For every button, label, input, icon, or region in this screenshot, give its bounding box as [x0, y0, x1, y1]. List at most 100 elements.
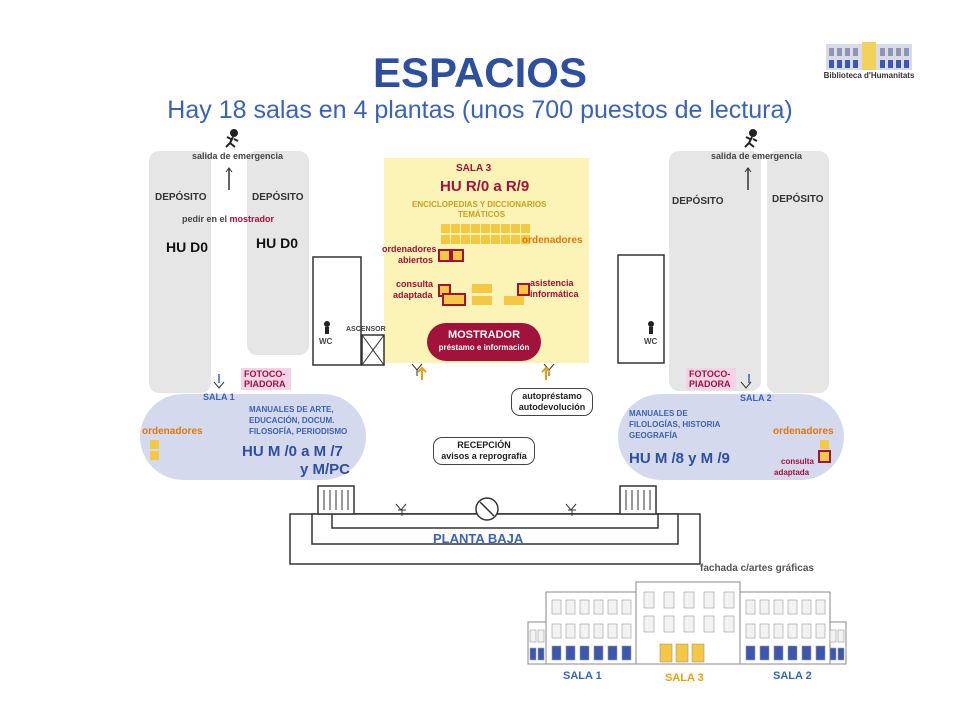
photocopier-label: PIADORA	[244, 379, 286, 389]
gate-icon	[213, 381, 225, 389]
facade-window	[529, 629, 537, 643]
facade-window-sala2	[837, 647, 845, 661]
sala1-code: HU M /0 a M /7	[242, 443, 343, 460]
facade-window	[593, 599, 604, 615]
reading-desk	[481, 235, 490, 244]
reading-desk	[461, 224, 470, 233]
facade-window	[815, 599, 826, 615]
assistance-label: asistencia	[530, 278, 574, 288]
reading-desk	[461, 235, 470, 244]
wc-label: WC	[319, 337, 333, 346]
page-title: ESPACIOS	[373, 49, 587, 96]
facade-window-sala3	[691, 643, 705, 663]
facade-window	[759, 623, 770, 639]
library-logo: Biblioteca d'Humanitats	[820, 40, 918, 82]
facade-window	[837, 629, 845, 643]
reading-desk	[521, 235, 530, 244]
facade-window-sala2	[801, 645, 812, 661]
right-deposit-b	[767, 151, 829, 393]
photocopier-label: FOTOCO-	[244, 369, 286, 379]
right-deposit-a	[669, 151, 761, 391]
sala2-consult: adaptada	[774, 468, 810, 477]
computer-station	[150, 451, 159, 460]
facade-window	[829, 629, 837, 643]
adapted-station	[818, 450, 831, 463]
facade-window	[703, 591, 715, 609]
facade-window-sala3	[659, 643, 673, 663]
reception-desk[interactable]: RECEPCIÓN avisos a reprografía	[433, 437, 535, 465]
gate-icon	[411, 363, 423, 376]
self-loan-label: autopréstamo	[522, 391, 582, 401]
gate-icon	[565, 503, 577, 516]
facade-window-sala3	[675, 643, 689, 663]
facade-window	[723, 615, 735, 633]
deposit-label: DEPÓSITO	[772, 194, 824, 205]
loan-desk[interactable]: MOSTRADOR préstamo e información	[427, 323, 541, 361]
computer-station	[150, 440, 159, 449]
sala3-desk-grid	[441, 224, 531, 248]
facade-window-sala2	[773, 645, 784, 661]
wc-label: WC	[644, 337, 658, 346]
facade-window-sala1	[607, 645, 618, 661]
sala3-subject: TEMÁTICOS	[458, 210, 506, 219]
facade-window	[607, 599, 618, 615]
reading-desk	[491, 224, 500, 233]
reading-desk	[471, 224, 480, 233]
left-wc-box	[312, 256, 362, 366]
facade-window	[773, 599, 784, 615]
wc-person-icon	[648, 321, 654, 334]
facade-sala3-label: SALA 3	[665, 672, 704, 684]
facade-window	[579, 623, 590, 639]
facade-window	[723, 591, 735, 609]
facade-window	[759, 599, 770, 615]
facade-window-sala1	[621, 645, 632, 661]
facade-window	[801, 623, 812, 639]
sala2-consult: consulta	[781, 457, 814, 466]
emergency-exit-label-right: salida de emergencia	[711, 151, 803, 161]
facade-sala1-label: SALA 1	[563, 670, 602, 682]
sala1-subject: EDUCACIÓN, DOCUM.	[249, 416, 335, 425]
floor-label: PLANTA BAJA	[433, 531, 524, 546]
facade-window-sala2	[745, 645, 756, 661]
facade-window-sala2	[759, 645, 770, 661]
sala2-name: SALA 2	[740, 393, 772, 403]
reading-desk	[501, 235, 510, 244]
facade-window-sala2	[815, 645, 826, 661]
consult-label: adaptada	[393, 290, 433, 300]
reception-sublabel: avisos a reprografía	[441, 451, 527, 461]
deposit-code: HU D0	[166, 239, 209, 255]
self-loan-station[interactable]: autopréstamo autodevolución	[511, 388, 593, 416]
sala1-subject: FILOSOFÍA, PERIODISMO	[249, 427, 348, 436]
page-subtitle: Hay 18 salas en 4 plantas (unos 700 pues…	[167, 96, 793, 124]
elevator-label: ASCENSOR	[346, 326, 386, 333]
facade-window	[683, 591, 695, 609]
sala1-computers: ordenadores	[142, 426, 203, 437]
photocopier-left: FOTOCO- PIADORA	[241, 368, 291, 390]
library-logo-building	[826, 42, 912, 70]
facade-window-sala1	[565, 645, 576, 661]
facade-window	[703, 615, 715, 633]
running-person-icon	[225, 129, 239, 148]
wc-person-icon	[324, 321, 330, 334]
facade-window	[787, 623, 798, 639]
open-computers-label: ordenadores	[382, 244, 437, 254]
sala1-code: y M/PC	[300, 461, 351, 478]
sala2-code: HU M /8 y M /9	[629, 450, 730, 467]
gate-icon	[740, 381, 752, 389]
right-wc-box	[617, 254, 665, 364]
photocopier-right: FOTOCO- PIADORA	[686, 368, 736, 390]
sala1-area	[140, 394, 366, 480]
reading-desk	[471, 235, 480, 244]
gate-icon	[395, 503, 407, 516]
deposit-label: DEPÓSITO	[252, 192, 304, 203]
facade-window	[621, 599, 632, 615]
reading-desk	[472, 296, 492, 305]
facade-window	[745, 599, 756, 615]
deposit-label: DEPÓSITO	[155, 192, 207, 203]
reading-desk	[501, 224, 510, 233]
open-computer-station	[451, 249, 464, 262]
facade-caption: fachada c/artes gráficas	[700, 563, 814, 574]
emergency-exit-label-left: salida de emergencia	[192, 151, 284, 161]
request-note-highlight: mostrador	[229, 214, 275, 224]
